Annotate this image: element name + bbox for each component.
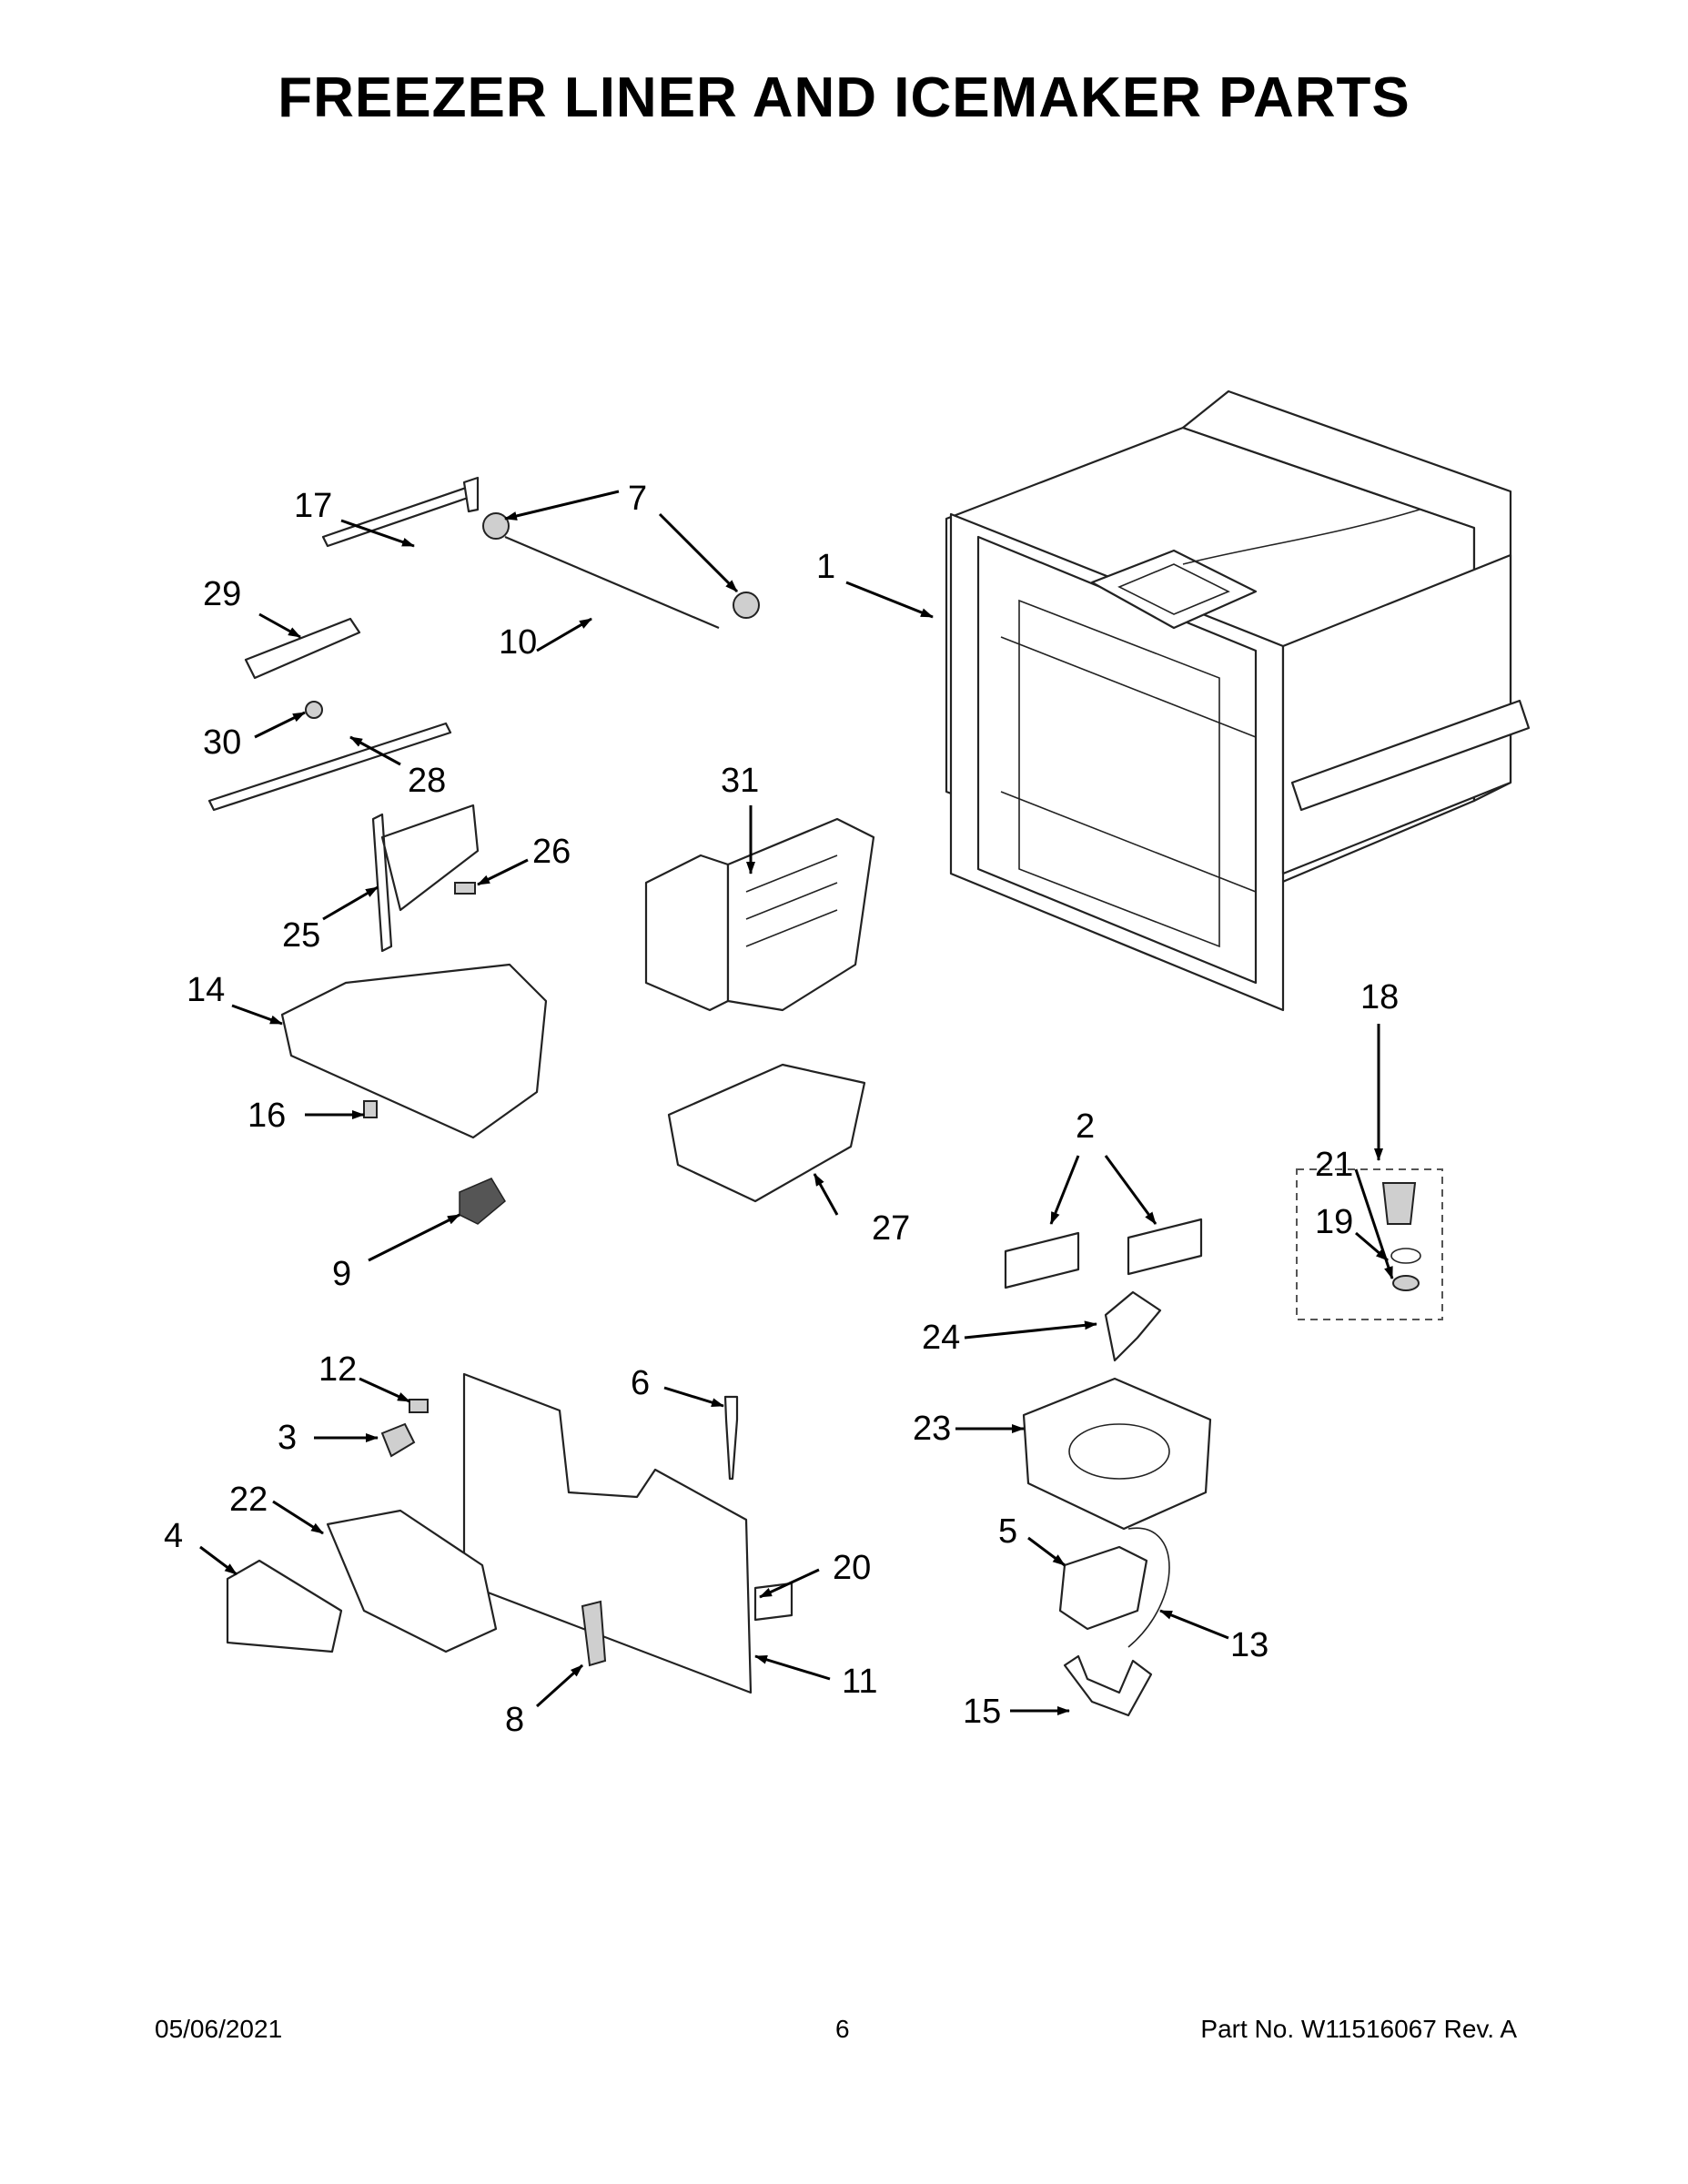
- bracket-29-part: [244, 617, 361, 680]
- part-9: [459, 1178, 506, 1225]
- wire-13-part: [1127, 1527, 1170, 1648]
- callout-28: 28: [408, 762, 446, 800]
- callout-2: 2: [1076, 1107, 1095, 1146]
- gear-7-part: [482, 512, 760, 619]
- bracket-15-part: [1063, 1654, 1153, 1717]
- part-21-ring: [1390, 1248, 1421, 1264]
- callout-10: 10: [499, 623, 537, 662]
- leader-lines: [199, 490, 1394, 1715]
- screw-26-part: [454, 882, 476, 895]
- callout-7: 7: [628, 480, 647, 518]
- callout-23: 23: [913, 1410, 951, 1448]
- icemaker-31-part: [644, 817, 875, 1012]
- part-3: [380, 1422, 416, 1458]
- callout-31: 31: [721, 762, 759, 800]
- page-title: FREEZER LINER AND ICEMAKER PARTS: [278, 66, 1410, 129]
- freezer-liner-part: [945, 389, 1531, 1012]
- cover-11-part: [462, 1372, 753, 1694]
- footer-page-number: 6: [835, 2015, 850, 2043]
- callout-13: 13: [1230, 1626, 1269, 1664]
- motor-5-part: [1058, 1545, 1148, 1631]
- kit-18-box: [1296, 1168, 1443, 1320]
- callout-11: 11: [842, 1663, 877, 1701]
- callout-15: 15: [963, 1693, 1001, 1731]
- callout-4: 4: [164, 1517, 183, 1555]
- callout-17: 17: [294, 487, 332, 525]
- callout-24: 24: [922, 1319, 960, 1357]
- fan-blade-24-part: [1104, 1290, 1162, 1362]
- callout-29: 29: [203, 575, 241, 613]
- callout-26: 26: [532, 833, 571, 871]
- fan-shroud-23-part: [1022, 1377, 1212, 1531]
- callout-20: 20: [833, 1549, 871, 1587]
- callout-16: 16: [248, 1097, 286, 1135]
- ice-bin-27-part: [667, 1063, 866, 1203]
- footer-date: 05/06/2021: [155, 2015, 283, 2043]
- callout-12: 12: [318, 1350, 357, 1389]
- callout-27: 27: [872, 1209, 910, 1248]
- bracket-25-part: [371, 804, 480, 953]
- cover-4-part: [226, 1559, 343, 1653]
- callout-9: 9: [332, 1255, 351, 1293]
- strip-20-part: [753, 1582, 793, 1622]
- part-21-washer: [1392, 1275, 1420, 1291]
- rail-28-part: [207, 722, 452, 812]
- part-16: [363, 1100, 378, 1118]
- callout-18: 18: [1360, 978, 1399, 1016]
- callout-21: 21: [1315, 1146, 1353, 1184]
- footer-part-number: Part No. W11516067 Rev. A: [1200, 2015, 1517, 2043]
- rod-10-part: [504, 535, 720, 630]
- sensor-6-part: [723, 1395, 739, 1481]
- callout-19: 19: [1315, 1203, 1353, 1241]
- callout-14: 14: [187, 971, 225, 1009]
- callout-8: 8: [505, 1701, 524, 1739]
- pad-2b-part: [1127, 1218, 1203, 1276]
- callout-6: 6: [631, 1364, 650, 1402]
- part-19: [1381, 1182, 1417, 1225]
- part-8: [581, 1600, 607, 1667]
- callout-1: 1: [816, 548, 835, 586]
- callout-30: 30: [203, 723, 241, 762]
- rail-17-part: [321, 476, 480, 548]
- callout-22: 22: [229, 1481, 268, 1519]
- pad-2a-part: [1004, 1231, 1080, 1289]
- screw-30-part: [305, 701, 323, 719]
- callout-3: 3: [278, 1419, 297, 1457]
- bucket-14-part: [280, 963, 548, 1139]
- callout-25: 25: [282, 916, 320, 955]
- screw-12-part: [409, 1399, 429, 1413]
- callout-5: 5: [998, 1512, 1017, 1551]
- grille-22-part: [326, 1509, 498, 1653]
